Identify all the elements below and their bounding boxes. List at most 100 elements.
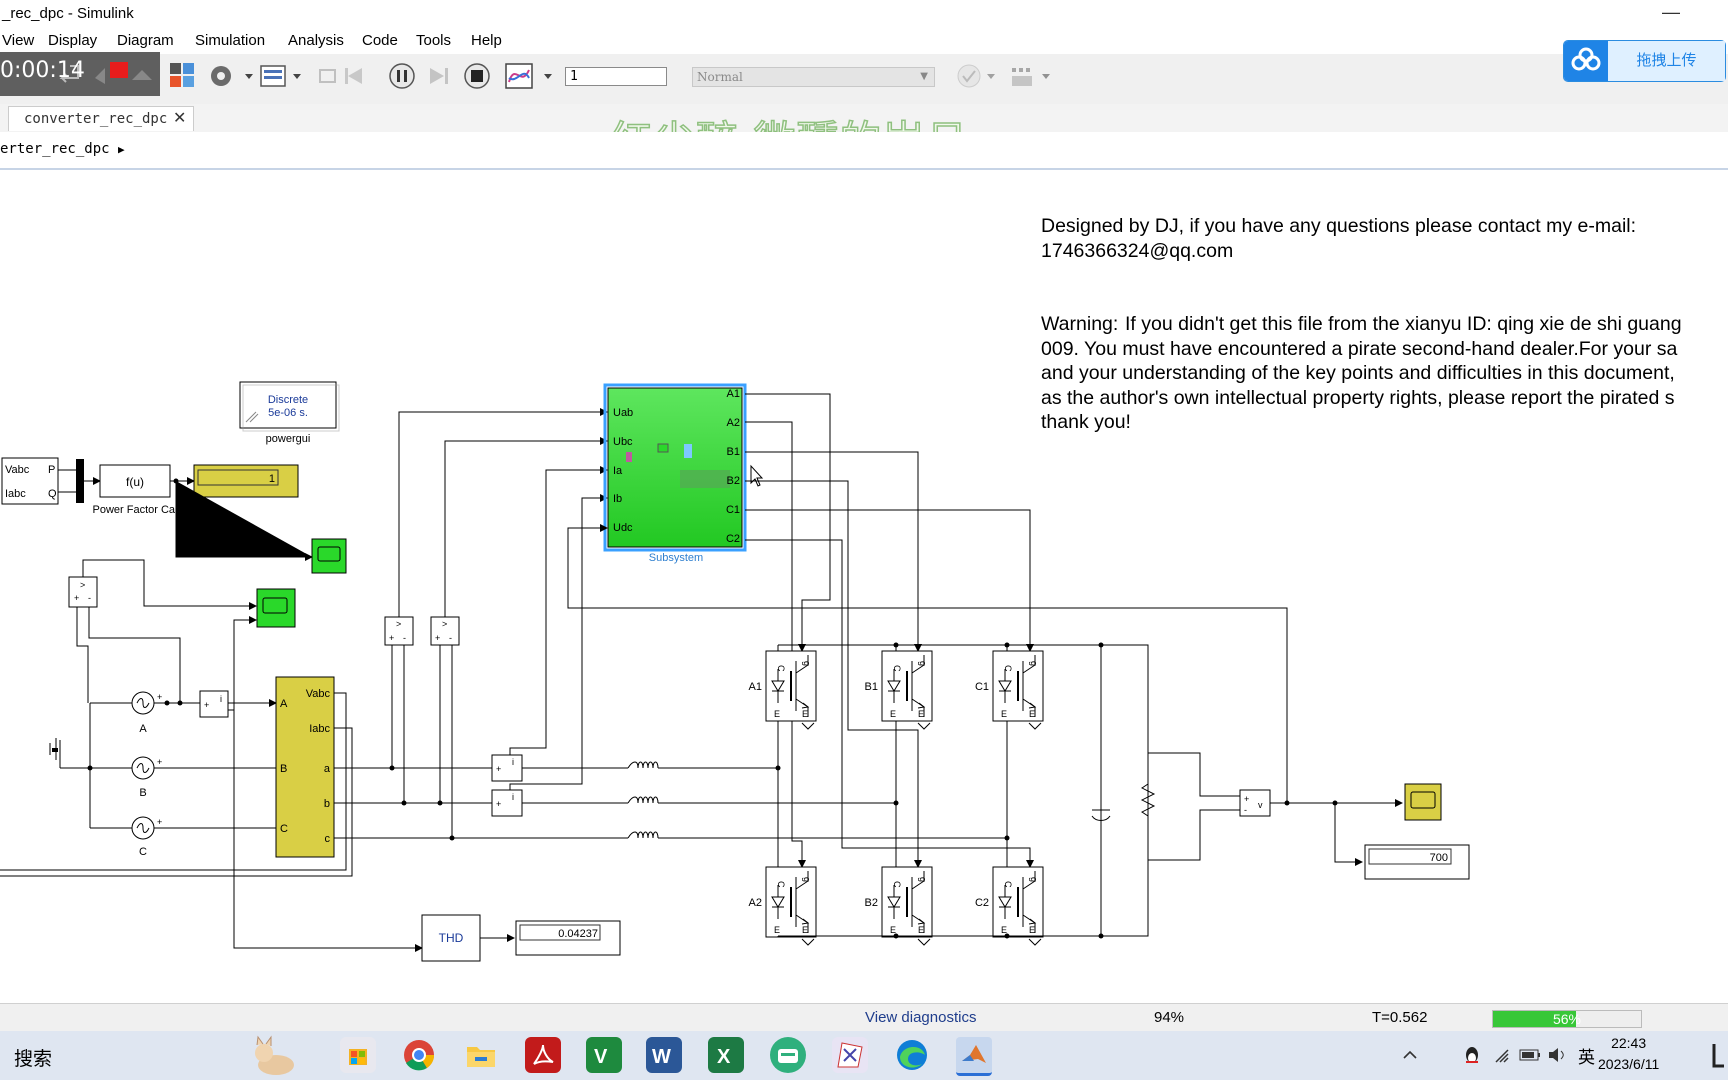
chevron-up-icon[interactable] <box>1403 1050 1417 1059</box>
mux-block[interactable] <box>76 459 84 503</box>
store-app-icon[interactable] <box>340 1037 376 1073</box>
breadcrumb-model[interactable]: erter_rec_dpc <box>0 141 110 157</box>
vi-port-b-out: b <box>324 798 330 810</box>
notification-icon[interactable] <box>1712 1040 1728 1070</box>
sum-block-mid[interactable]: +i <box>199 690 229 718</box>
settings-gear-icon[interactable] <box>211 66 253 86</box>
pause-button-icon[interactable] <box>389 63 415 89</box>
tab-bar <box>0 104 1728 132</box>
svg-text:+: + <box>496 764 501 774</box>
vi-port-vabc: Vabc <box>306 688 331 700</box>
acrobat-icon[interactable] <box>525 1037 561 1073</box>
chrome-icon[interactable] <box>401 1037 437 1073</box>
power-factor-display[interactable]: 1 <box>193 464 299 498</box>
scope-voltage-current[interactable] <box>256 588 296 628</box>
scope-pf[interactable] <box>311 538 347 574</box>
menu-simulation[interactable]: Simulation <box>195 32 266 49</box>
dc-voltage-display[interactable]: 700 <box>1364 844 1470 880</box>
drawing-app-icon[interactable] <box>832 1037 868 1073</box>
menu-diagram[interactable]: Diagram <box>117 32 174 49</box>
excel-icon[interactable]: X <box>708 1037 744 1073</box>
stop-button-icon[interactable] <box>464 63 490 89</box>
matlab-icon[interactable] <box>956 1037 992 1076</box>
ems-app-icon[interactable] <box>770 1037 806 1073</box>
chevron-down-icon: ▼ <box>920 71 928 82</box>
sum-ia[interactable]: +i <box>491 754 523 782</box>
wifi-icon[interactable] <box>1495 1049 1509 1063</box>
file-explorer-icon[interactable] <box>463 1037 499 1073</box>
minimize-button[interactable]: — <box>1662 2 1680 22</box>
menu-display[interactable]: Display <box>48 32 98 49</box>
word-icon[interactable]: W <box>646 1037 682 1073</box>
volume-icon[interactable] <box>1549 1048 1564 1062</box>
sum-ib[interactable]: +i <box>491 789 523 817</box>
sum-ubc[interactable]: >+- <box>430 616 460 646</box>
update-model-icon[interactable] <box>957 64 995 88</box>
powergui-block[interactable]: Discrete 5e-06 s. powergui <box>239 381 340 445</box>
inductor-c[interactable] <box>627 831 659 839</box>
data-inspector-icon[interactable] <box>505 63 552 89</box>
edge-icon[interactable] <box>894 1037 930 1073</box>
ime-indicator[interactable]: 英 <box>1578 1048 1595 1067</box>
breadcrumb[interactable]: erter_rec_dpc ▶ <box>0 141 125 157</box>
sum-block-left[interactable]: >+- <box>68 576 98 608</box>
menu-analysis[interactable]: Analysis <box>288 32 344 49</box>
vi-port-b: B <box>280 763 287 775</box>
qq-icon[interactable] <box>1466 1047 1478 1063</box>
menu-bar: View Display Diagram Simulation Analysis… <box>0 28 1728 54</box>
igbt-b1[interactable] <box>881 650 933 730</box>
taskbar-search[interactable]: 搜索 <box>14 1049 53 1070</box>
igbt-b1-label: B1 <box>865 681 878 693</box>
sum-uab[interactable]: >+- <box>384 616 414 646</box>
stop-time-input[interactable]: 1 <box>565 67 667 86</box>
igbt-a2[interactable] <box>765 866 817 946</box>
igbt-c1[interactable] <box>992 650 1044 730</box>
svg-text:>: > <box>80 580 85 590</box>
baidu-upload-button[interactable]: 拖拽上传 <box>1563 40 1726 82</box>
igbt-b2[interactable] <box>881 866 933 946</box>
menu-tools[interactable]: Tools <box>416 32 452 49</box>
status-bar <box>0 1003 1728 1032</box>
scope-dc-voltage[interactable] <box>1404 783 1442 821</box>
recording-timer: 0:00:14 <box>0 58 85 83</box>
inductor-b[interactable] <box>627 796 659 804</box>
view-diagnostics-link[interactable]: View diagnostics <box>865 1009 977 1026</box>
thd-display[interactable]: 0.04237 <box>515 920 621 956</box>
power-factor-fcn-block[interactable]: f(u) Power Factor Cal <box>93 464 178 516</box>
subsystem-out-c1: C1 <box>726 504 740 516</box>
menu-code[interactable]: Code <box>362 32 398 49</box>
build-icon[interactable] <box>1012 68 1050 86</box>
inductor-a[interactable] <box>627 761 659 769</box>
menu-help[interactable]: Help <box>471 32 502 49</box>
igbt-c2-label: C2 <box>975 897 989 909</box>
svg-text:+: + <box>435 633 440 643</box>
svg-text:X: X <box>717 1046 731 1068</box>
library-browser-icon[interactable] <box>170 63 194 87</box>
visio-like-app-icon[interactable]: V <box>586 1037 622 1073</box>
taskbar-clock[interactable]: 22:43 2023/6/11 <box>1598 1033 1659 1075</box>
three-phase-measurement-block[interactable]: A B C Vabc Iabc a b c <box>275 676 335 858</box>
close-icon[interactable]: ✕ <box>173 110 187 127</box>
igbt-a1[interactable] <box>765 650 817 730</box>
thd-block[interactable]: THD <box>421 914 481 962</box>
powergui-line2: 5e-06 s. <box>268 407 308 419</box>
tab-converter-rec-dpc[interactable]: converter_rec_dpc ✕ <box>8 106 194 131</box>
battery-icon[interactable] <box>1519 1049 1540 1061</box>
subsystem-block[interactable]: Uab Ubc Ia Ib Udc A1 A2 B1 B2 C1 C2 Subs… <box>603 383 747 564</box>
dc-voltage-measurement[interactable]: +-v <box>1239 789 1271 817</box>
model-explorer-icon[interactable] <box>260 65 301 87</box>
clock-time: 22:43 <box>1611 1035 1647 1051</box>
dc-capacitor[interactable] <box>1091 774 1111 828</box>
simulation-mode-select[interactable]: Normal ▼ <box>692 67 935 87</box>
subsystem-out-b2: B2 <box>727 475 740 487</box>
step-forward-icon[interactable] <box>430 68 448 84</box>
vi-port-c-out: c <box>325 833 331 845</box>
igbt-c2[interactable] <box>992 866 1044 946</box>
warning-line1: If you didn't get this file from the xia… <box>1125 313 1682 335</box>
pq-measurement-block[interactable]: Vabc Iabc P Q <box>1 457 59 505</box>
dc-resistor[interactable] <box>1140 774 1156 828</box>
model-canvas[interactable]: C g E E + + - Designed by DJ, if you hav… <box>0 170 1728 1003</box>
step-back-icon[interactable] <box>319 68 362 84</box>
menu-view[interactable]: View <box>2 32 35 49</box>
svg-text:i: i <box>512 792 514 802</box>
